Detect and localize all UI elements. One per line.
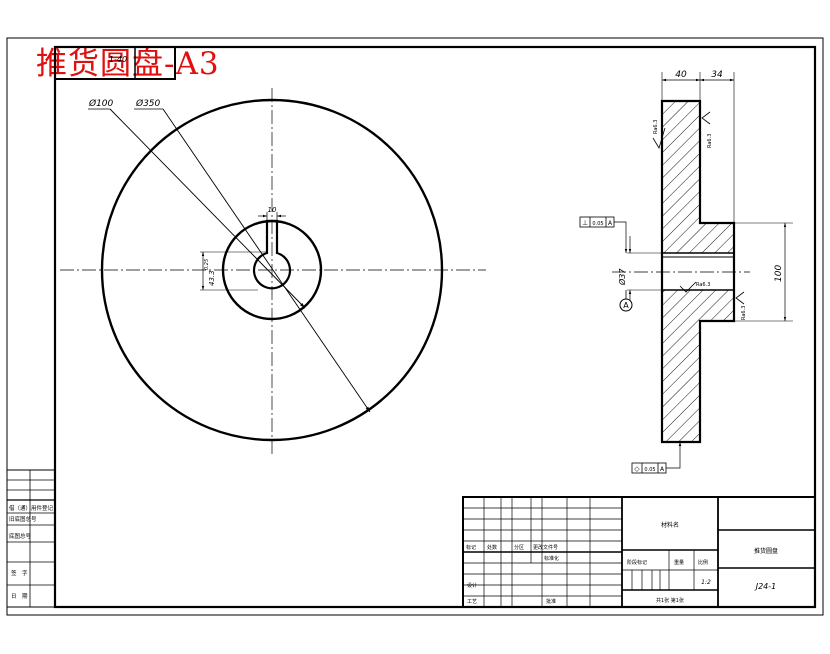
gdt-2-val: 0.05 — [644, 467, 655, 473]
title-block: 标记 处数 分区 更改文件号 标准化 设计 工艺 批准 材料名 阶段标记 重量 … — [462, 496, 816, 608]
tb-col-zone: 分区 — [514, 544, 524, 551]
left-strip: 借（通）用件登记 旧底图总号 底图总号 签 字 日 期 — [6, 469, 56, 608]
overlay-title: 推货圆盘-A3 — [36, 46, 220, 82]
dim-dia-100: Ø100 — [88, 98, 114, 109]
top-left-box: 1-40 — [54, 46, 176, 80]
left-strip-r2: 旧底图总号 — [9, 515, 37, 523]
left-strip-r3: 底图总号 — [9, 532, 32, 540]
roughness-3: Ra6.3 — [679, 281, 710, 293]
outer-circle — [100, 98, 444, 442]
dim-key-depth: 43.3 — [208, 270, 216, 286]
tb-drawing-no: J24-1 — [754, 582, 777, 591]
dim-hub-dia: 100 — [774, 265, 784, 282]
tb-stage: 阶段标记 — [627, 559, 647, 566]
dim-dia-350: Ø350 — [135, 98, 161, 109]
left-strip-r5: 日 期 — [11, 593, 28, 600]
dim-hub: 34 — [711, 70, 723, 80]
tb-scale: 比例 — [698, 559, 708, 566]
roughness-4: Ra6.3 — [735, 291, 747, 320]
front-view: Ø350 Ø100 10 43.3 0.25 — [60, 88, 486, 455]
left-strip-r1: 借（通）用件登记 — [9, 504, 54, 512]
rough-3-text: Ra6.3 — [696, 282, 710, 288]
gdt-1-sym: ⊥ — [582, 219, 588, 227]
dim-key-width: 10 — [268, 206, 277, 214]
gdt-1-ref: A — [608, 220, 613, 227]
section-view: 40 34 100 Ø37 A ⊥ 0.05 A — [579, 70, 793, 474]
tb-col-qty: 处数 — [487, 544, 497, 551]
datum-label: A — [623, 301, 629, 310]
top-left-box-text: 1-40 — [109, 55, 127, 64]
gdt-1-val: 0.05 — [592, 221, 603, 227]
rough-4-text: Ra6.3 — [741, 306, 747, 320]
tb-scale-value: 1:2 — [701, 579, 711, 586]
gdt-2-sym: ◇ — [634, 465, 640, 473]
gdt-frame-2: ◇ 0.05 A — [631, 442, 682, 474]
tb-sheet-info: 共1张 第1张 — [656, 597, 684, 604]
outer-border — [6, 37, 824, 616]
tb-row-approve: 批准 — [546, 598, 556, 605]
tb-row-craft: 工艺 — [467, 599, 477, 605]
dim-flange: 40 — [675, 70, 687, 80]
tb-col-doc: 更改文件号 — [533, 544, 558, 551]
tb-col-mark: 标记 — [466, 544, 476, 551]
tb-row-design: 设计 — [467, 582, 477, 589]
bore-with-keyway — [252, 219, 292, 290]
tb-part-name: 推货圆盘 — [754, 547, 778, 555]
dim-key-tol: 0.25 — [204, 259, 210, 270]
tb-weight: 重量 — [674, 559, 684, 566]
tb-material: 材料名 — [661, 521, 679, 529]
rough-1-text: Ra6.3 — [653, 120, 659, 134]
gdt-2-ref: A — [660, 466, 665, 473]
tb-col-std: 标准化 — [544, 555, 559, 562]
inner-frame — [53, 45, 817, 609]
left-strip-r4: 签 字 — [11, 569, 28, 577]
gdt-frame-1: ⊥ 0.05 A — [579, 216, 628, 253]
roughness-2: Ra6.3 — [701, 111, 713, 148]
dim-bore: Ø37 — [617, 268, 627, 286]
rough-2-text: Ra6.3 — [707, 134, 713, 148]
roughness-1: Ra6.3 — [652, 120, 666, 149]
